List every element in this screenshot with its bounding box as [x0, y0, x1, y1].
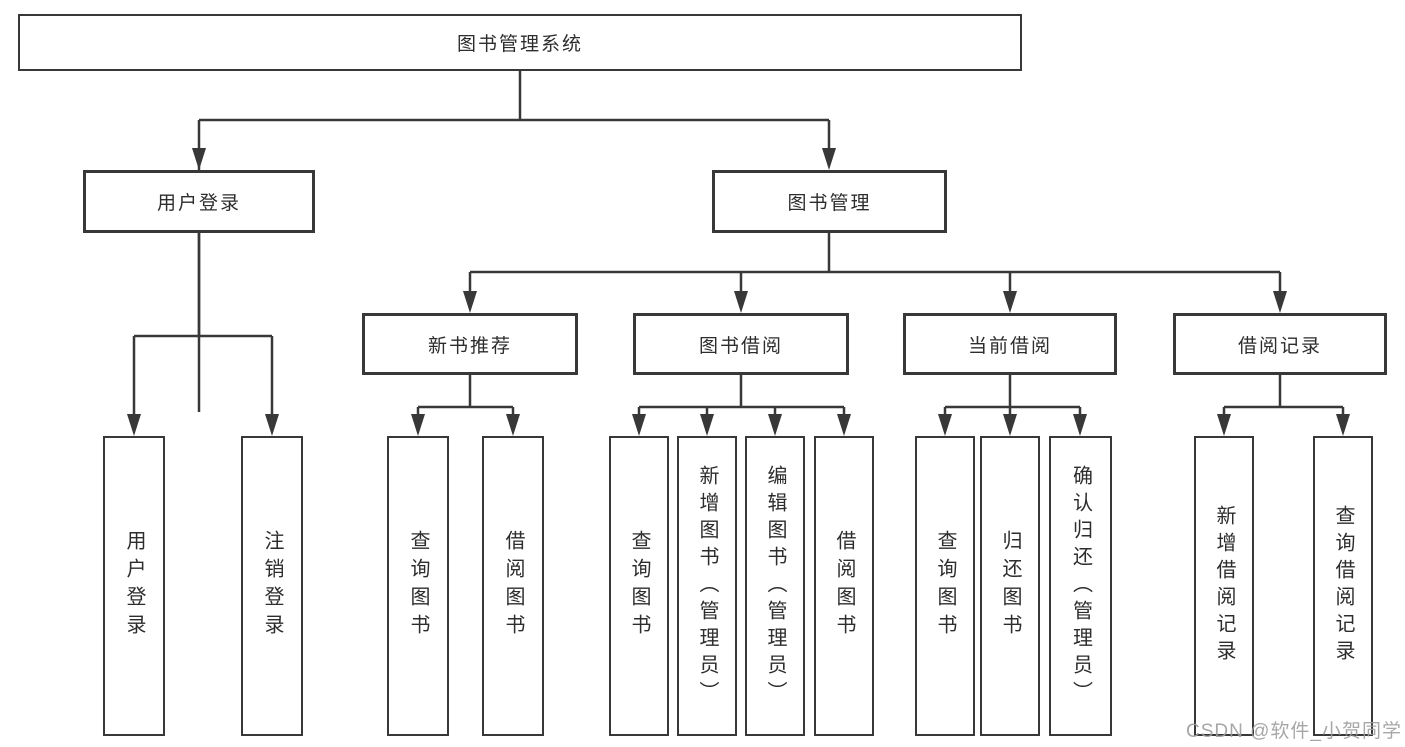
leaf-borrow-books-borrowing: 借阅图书	[814, 436, 874, 736]
leaf-user-login: 用户登录	[103, 436, 165, 736]
node-book-borrowing: 图书借阅	[633, 313, 849, 375]
branch-user-login: 用户登录	[83, 170, 315, 233]
leaf-borrow-books-recommend: 借阅图书	[482, 436, 544, 736]
leaf-add-book-admin: 新增图书（管理员）	[677, 436, 737, 736]
leaf-confirm-return-admin: 确认归还（管理员）	[1049, 436, 1112, 736]
leaf-edit-book-admin: 编辑图书（管理员）	[745, 436, 805, 736]
node-current-borrowing: 当前借阅	[903, 313, 1117, 375]
leaf-add-borrow-record: 新增借阅记录	[1194, 436, 1254, 736]
leaf-return-book: 归还图书	[980, 436, 1040, 736]
leaf-query-borrow-record: 查询借阅记录	[1313, 436, 1373, 736]
leaf-query-books-borrowing: 查询图书	[609, 436, 669, 736]
node-library-management-system: 图书管理系统	[18, 14, 1022, 71]
branch-book-management: 图书管理	[712, 170, 947, 233]
leaf-query-books-current: 查询图书	[915, 436, 975, 736]
node-new-book-recommend: 新书推荐	[362, 313, 578, 375]
leaf-logout: 注销登录	[241, 436, 303, 736]
leaf-query-books-recommend: 查询图书	[387, 436, 449, 736]
node-borrowing-records: 借阅记录	[1173, 313, 1387, 375]
csdn-watermark: CSDN @软件_小贺同学	[1186, 721, 1402, 742]
